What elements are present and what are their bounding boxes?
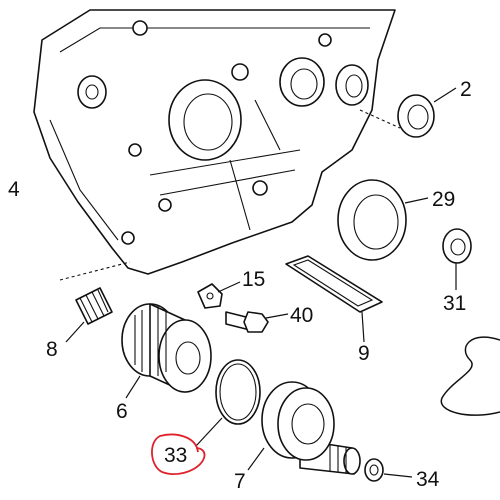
part-15-clip (197, 283, 223, 309)
label-40: 40 (290, 304, 313, 327)
label-33: 33 (164, 444, 187, 467)
crankcase-housing (33, 9, 396, 275)
label-9: 9 (358, 342, 370, 365)
part-31-bearing (442, 228, 472, 264)
label-29: 29 (432, 188, 455, 211)
part-7-filter-cover (261, 381, 361, 475)
label-34: 34 (416, 468, 440, 491)
highlight-circle-33 (151, 433, 206, 475)
label-15: 15 (242, 268, 265, 291)
part-2-oil-seal (397, 94, 435, 138)
label-7: 7 (234, 470, 246, 493)
label-31: 31 (443, 292, 466, 315)
part-33-o-ring (215, 359, 261, 425)
label-2: 2 (460, 78, 472, 101)
wire-clip-partial (440, 336, 500, 416)
label-4: 4 (8, 178, 20, 201)
part-6-oil-filter (121, 303, 212, 393)
label-8: 8 (46, 338, 58, 361)
part-34-washer (364, 458, 384, 482)
label-6: 6 (116, 400, 128, 423)
part-8-spring (75, 287, 113, 325)
part-40-bolt (225, 311, 269, 333)
part-9-gasket (285, 255, 383, 313)
part-29-large-seal (337, 179, 407, 261)
